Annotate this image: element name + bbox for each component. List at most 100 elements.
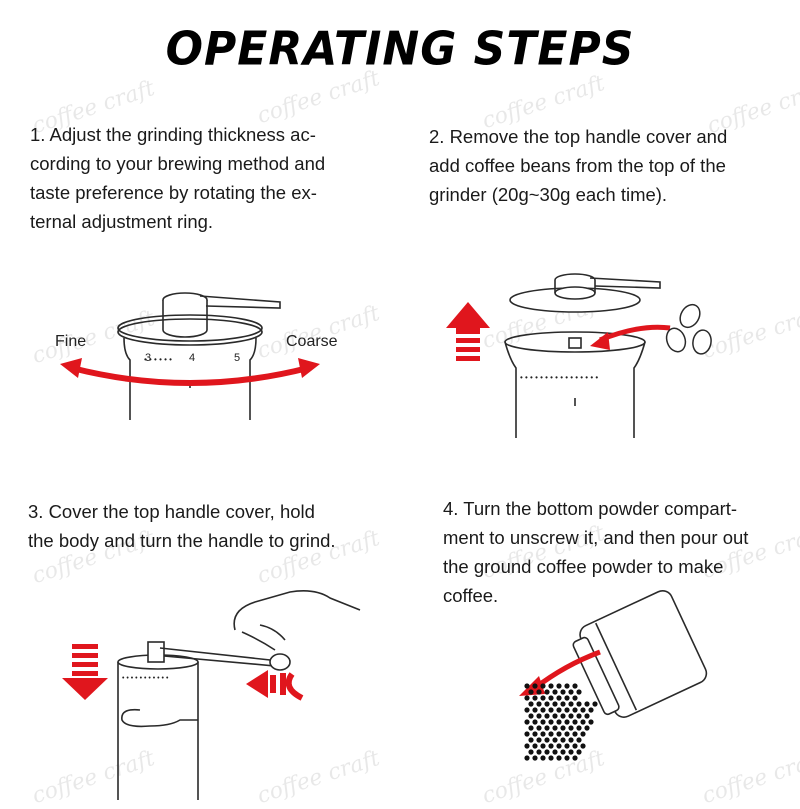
coffee-ground: [544, 749, 550, 755]
coffee-ground: [560, 701, 566, 707]
add-beans-illustration: • • • • • • • • • • • • • • • •: [446, 273, 712, 438]
coffee-ground: [580, 731, 586, 737]
coffee-ground: [548, 755, 554, 761]
coffee-ground: [528, 725, 534, 731]
step-2-line: grinder (20g~30g each time).: [429, 184, 668, 205]
down-arrow: [62, 644, 108, 700]
coffee-ground: [528, 689, 534, 695]
pour-arrow: [599, 324, 671, 343]
coffee-ground: [524, 731, 530, 737]
coffee-ground: [532, 731, 538, 737]
coffee-ground: [556, 743, 562, 749]
coffee-ground: [540, 731, 546, 737]
step-4-line: 4. Turn the bottom powder compart-: [443, 498, 738, 519]
coarse-label: Coarse: [286, 333, 338, 350]
coffee-ground: [572, 707, 578, 713]
coffee-ground: [528, 701, 534, 707]
coffee-ground: [556, 719, 562, 725]
coffee-ground: [552, 737, 558, 743]
coffee-ground: [532, 683, 538, 689]
svg-text:• • • • • • • • • • •: • • • • • • • • • • •: [122, 675, 169, 682]
lid-ring: [117, 314, 263, 342]
holding-hand: [121, 708, 198, 728]
coffee-ground: [588, 719, 594, 725]
coffee-ground: [572, 683, 578, 689]
step-1-text: 1. Adjust the grinding thickness ac- cor…: [30, 120, 370, 236]
coffee-ground: [576, 725, 582, 731]
step-3-text: 3. Cover the top handle cover, hold the …: [28, 497, 398, 555]
step-4-line: coffee.: [443, 585, 499, 606]
coffee-ground: [592, 701, 598, 707]
hand: [233, 590, 361, 651]
step-3-line: 3. Cover the top handle cover, hold: [28, 501, 315, 522]
rotate-arrow: [285, 672, 304, 701]
step-1-line: ternal adjustment ring.: [30, 211, 214, 232]
coffee-ground: [576, 737, 582, 743]
coffee-ground: [576, 713, 582, 719]
coffee-ground: [576, 689, 582, 695]
up-arrow: [446, 302, 490, 361]
coffee-ground: [540, 743, 546, 749]
coffee-ground: [568, 701, 574, 707]
scale-number: 5: [234, 352, 240, 364]
adjust-ring-illustration: • • • • • • 3 4 5: [60, 292, 320, 420]
coffee-ground: [548, 731, 554, 737]
step-4-line: the ground coffee powder to make: [443, 556, 724, 577]
coffee-ground: [528, 737, 534, 743]
svg-text:• • • • • •: • • • • • •: [144, 355, 172, 364]
coffee-ground: [580, 743, 586, 749]
coffee-ground: [568, 737, 574, 743]
coffee-ground: [564, 743, 570, 749]
coffee-ground: [560, 737, 566, 743]
grinding-illustration: • • • • • • • • • • •: [62, 590, 361, 800]
coffee-ground: [548, 719, 554, 725]
step-4-text: 4. Turn the bottom powder compart- ment …: [443, 494, 793, 610]
svg-text:• • • • • • • • • • • • • • •: • • • • • • • • • • • • • • • •: [520, 373, 598, 382]
coffee-ground: [556, 755, 562, 761]
coffee-ground: [544, 689, 550, 695]
coffee-ground: [544, 725, 550, 731]
coffee-ground: [544, 713, 550, 719]
coffee-ground: [560, 689, 566, 695]
coffee-ground: [532, 743, 538, 749]
coffee-ground: [540, 707, 546, 713]
coffee-ground: [568, 749, 574, 755]
coffee-ground: [560, 725, 566, 731]
scoop-handle: [199, 295, 281, 309]
step-3-line: the body and turn the handle to grind.: [28, 530, 336, 551]
coffee-ground: [564, 707, 570, 713]
coffee-ground: [556, 695, 562, 701]
coffee-ground: [572, 719, 578, 725]
fine-label: Fine: [55, 333, 87, 350]
coffee-ground: [524, 683, 530, 689]
coffee-ground: [524, 719, 530, 725]
coffee-ground: [568, 725, 574, 731]
coffee-ground: [532, 695, 538, 701]
coffee-ground: [556, 707, 562, 713]
coffee-grounds: [524, 683, 598, 761]
step-2-line: 2. Remove the top handle cover and: [429, 126, 728, 147]
coffee-ground: [580, 707, 586, 713]
rotate-arrow: [71, 365, 309, 386]
coffee-ground: [548, 707, 554, 713]
scale-number: 4: [189, 352, 195, 364]
step-1-line: 1. Adjust the grinding thickness ac-: [30, 124, 316, 145]
coffee-ground: [532, 707, 538, 713]
coffee-ground: [552, 713, 558, 719]
coffee-ground: [568, 689, 574, 695]
coffee-ground: [588, 707, 594, 713]
coffee-ground: [536, 713, 542, 719]
coffee-ground: [536, 725, 542, 731]
coffee-ground: [524, 755, 530, 761]
coffee-ground: [568, 713, 574, 719]
step-2-line: add coffee beans from the top of the: [429, 155, 726, 176]
scale-number: 3: [145, 352, 151, 364]
coffee-ground: [576, 749, 582, 755]
coffee-ground: [536, 749, 542, 755]
coffee-ground: [548, 683, 554, 689]
coffee-ground: [572, 743, 578, 749]
coffee-ground: [532, 719, 538, 725]
coffee-ground: [552, 749, 558, 755]
grinder-body: [123, 337, 257, 420]
coffee-ground: [552, 689, 558, 695]
